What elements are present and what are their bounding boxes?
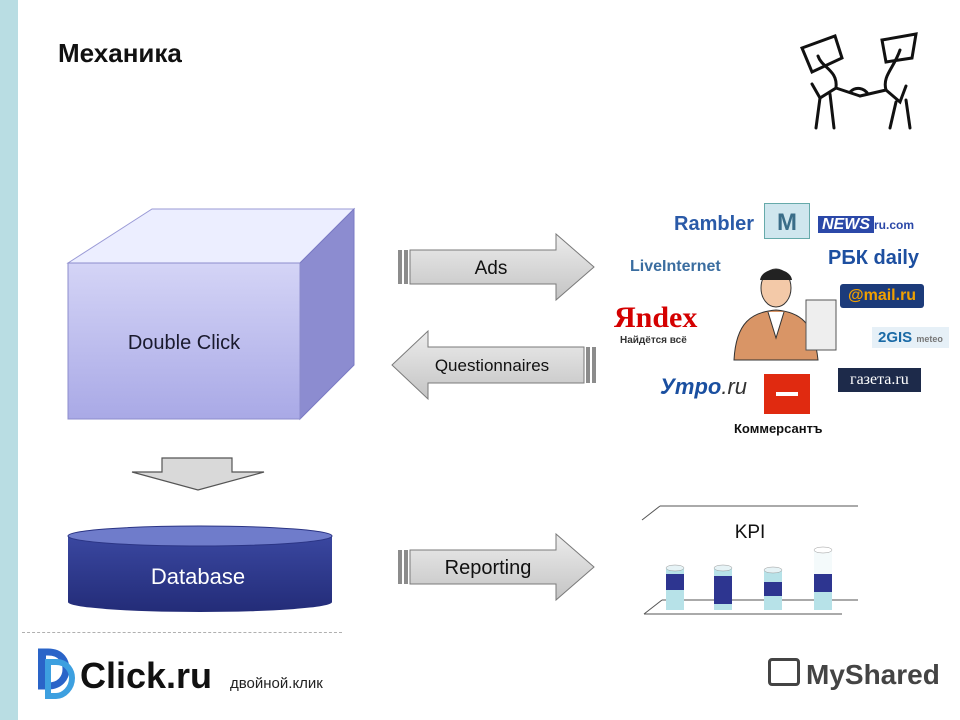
- double-click-cube: Double Click: [66, 207, 356, 421]
- database-cylinder: Database: [67, 525, 333, 612]
- utro-logo: Утро.ru: [660, 374, 747, 400]
- news-logo-suffix: ru.com: [874, 218, 915, 232]
- myshared-watermark: MyShared: [768, 658, 940, 691]
- page-title: Механика: [58, 38, 182, 68]
- yandex-logo: Яndex: [614, 301, 697, 335]
- ria-logo: [764, 374, 810, 414]
- kpi-label: KPI: [735, 522, 766, 543]
- rbk-logo: РБК daily: [828, 247, 920, 269]
- database-label: Database: [151, 564, 245, 589]
- cube-label: Double Click: [128, 332, 241, 354]
- utro-logo-text: Утро: [660, 374, 722, 399]
- down-arrow: [131, 457, 265, 491]
- kommersant-logo: Коммерсантъ: [734, 421, 823, 436]
- brand-name: Click.ru: [80, 655, 212, 696]
- left-accent-bar: [0, 0, 18, 720]
- camera-icon: [768, 658, 800, 686]
- mailru-logo: @mail.ru: [840, 284, 925, 308]
- watermark-text: MyShared: [806, 659, 940, 690]
- rambler-logo: Rambler: [674, 213, 755, 235]
- person-at-computer-icon: [733, 268, 837, 361]
- reporting-arrow: Reporting: [398, 532, 595, 602]
- mtv-logo: M: [764, 203, 810, 239]
- questionnaires-label: Questionnaires: [435, 356, 549, 375]
- kpi-chart: KPI: [641, 505, 858, 615]
- yandex-slogan: Найдётся всё: [620, 335, 687, 346]
- ads-label: Ads: [475, 258, 508, 279]
- gis-logo-sub: meteo: [916, 334, 943, 344]
- questionnaires-arrow: Questionnaires: [391, 329, 596, 401]
- gis-logo: 2GIS meteo: [872, 327, 949, 348]
- footer-divider: [22, 632, 342, 633]
- svg-text:M: M: [777, 209, 797, 236]
- brand-subtitle: двойной.клик: [230, 675, 323, 692]
- kpi-bar-1: [665, 564, 685, 610]
- news-logo-text: NEWS: [818, 216, 874, 233]
- kpi-bar-4: [813, 546, 833, 610]
- dclick-logo: Click.ru: [38, 648, 212, 699]
- yandex-logo-text: Яndex: [614, 301, 698, 334]
- ads-arrow: Ads: [398, 232, 595, 302]
- gazeta-logo: газета.ru: [838, 368, 921, 392]
- handshake-icon: [800, 32, 918, 130]
- utro-logo-suffix: .ru: [721, 374, 748, 399]
- kpi-bar-2: [713, 564, 733, 610]
- kpi-bar-3: [763, 566, 783, 610]
- gis-logo-text: 2GIS: [878, 329, 913, 346]
- reporting-label: Reporting: [445, 557, 532, 579]
- liveinternet-logo: LiveInternet: [630, 258, 721, 275]
